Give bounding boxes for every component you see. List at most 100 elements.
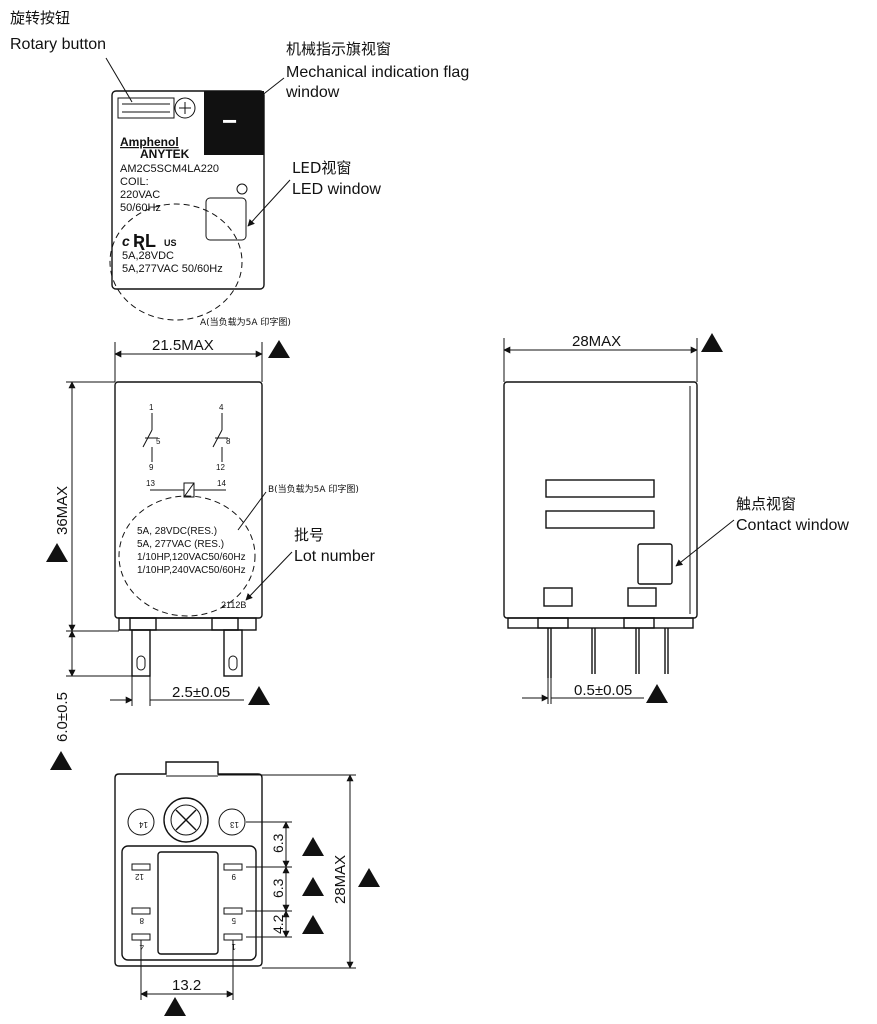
front-rating-2: 5A, 277VAC (RES.) xyxy=(137,539,224,550)
critical-dim-triangle-icon xyxy=(302,837,324,856)
cert-us-mark: US xyxy=(164,238,177,248)
led-window-en-label: LED window xyxy=(292,181,381,198)
svg-text:8: 8 xyxy=(226,437,231,446)
pitch-dim-1: 6.3 xyxy=(270,833,286,853)
ul-mark-icon: ƦL xyxy=(133,231,156,251)
front-rating-4: 1/10HP,240VAC50/60Hz xyxy=(137,565,246,576)
svg-text:13: 13 xyxy=(230,820,239,829)
critical-dim-triangle-icon xyxy=(358,868,380,887)
front-base xyxy=(118,617,257,631)
top-rating-1: 5A,28VDC xyxy=(122,250,174,262)
pin-length-dim: 6.0±0.5 xyxy=(54,692,71,742)
critical-dim-triangle-icon xyxy=(302,877,324,896)
critical-dim-triangle-icon xyxy=(268,340,290,358)
side-body-outline xyxy=(503,381,698,619)
front-pin-left xyxy=(131,629,151,677)
side-tab-right xyxy=(627,587,657,607)
side-base xyxy=(507,617,694,629)
svg-text:9: 9 xyxy=(149,463,154,472)
side-slot-upper xyxy=(545,479,655,498)
svg-text:9: 9 xyxy=(231,872,236,881)
svg-text:8: 8 xyxy=(139,916,144,925)
bottom-view: 14 13 12 9 8 5 4 1 6.3 6.3 4.2 2 xyxy=(114,761,380,1016)
side-width-dim: 28MAX xyxy=(572,333,621,350)
critical-dim-triangle-icon xyxy=(50,751,72,770)
bottom-center-block xyxy=(157,851,219,955)
lot-number-zh-label: 批号 xyxy=(294,526,324,544)
rotary-screw-head xyxy=(163,797,209,843)
led-leader-line xyxy=(247,179,291,227)
contact-leader-line xyxy=(675,519,735,567)
side-view: 28MAX 触点视窗 Contact window 0.5±0.05 xyxy=(503,333,849,704)
svg-text:5: 5 xyxy=(231,916,236,925)
coil-frequency-label: 50/60Hz xyxy=(120,202,161,214)
pitch-dim-2: 6.3 xyxy=(270,878,286,898)
svg-text:5: 5 xyxy=(156,437,161,446)
coil-label: COIL: xyxy=(120,176,149,188)
bottom-body-outline xyxy=(114,761,263,967)
rotary-button-en-label: Rotary button xyxy=(10,36,106,53)
bottom-pin-13-hole xyxy=(218,808,246,836)
contact-window xyxy=(637,543,673,585)
coil-voltage-label: 220VAC xyxy=(120,189,160,201)
critical-dim-triangle-icon xyxy=(248,686,270,705)
side-pin-dim: 0.5±0.05 xyxy=(574,682,632,699)
bottom-pin-area xyxy=(121,845,257,961)
lot-number-en-label: Lot number xyxy=(294,548,376,565)
lot-leader-line xyxy=(245,551,293,601)
top-view: 旋转按钮 Rotary button 机械指示旗视窗 Mechanical in… xyxy=(10,9,469,328)
top-body-outline xyxy=(111,90,265,290)
pin-width-dim: 2.5±0.05 xyxy=(172,684,230,701)
critical-dim-triangle-icon xyxy=(646,684,668,703)
svg-text:12: 12 xyxy=(135,872,144,881)
print-area-a-circle xyxy=(109,203,243,321)
flag-window-en-label-2: window xyxy=(285,84,340,101)
led-window-zh-label: LED视窗 xyxy=(292,159,351,177)
front-rating-3: 1/10HP,120VAC50/60Hz xyxy=(137,552,246,563)
svg-text:4: 4 xyxy=(219,403,224,412)
led-indicator xyxy=(236,183,248,195)
note-b-label: B(当负载为5A 印字图) xyxy=(268,483,359,495)
cert-c-mark: c xyxy=(122,233,130,249)
top-rating-2: 5A,277VAC 50/60Hz xyxy=(122,263,223,275)
bottom-pin-14-hole xyxy=(127,808,155,836)
front-rating-1: 5A, 28VDC(RES.) xyxy=(137,526,217,537)
front-body-outline xyxy=(114,381,263,619)
svg-text:1: 1 xyxy=(149,403,154,412)
svg-text:12: 12 xyxy=(216,463,225,472)
note-a-label: A(当负载为5A 印字图) xyxy=(200,316,291,328)
lot-code: 2112B xyxy=(221,600,246,610)
front-view: 21.5MAX 36MAX 6.0±0.5 2.5±0.05 1 xyxy=(46,337,376,770)
critical-dim-triangle-icon xyxy=(164,997,186,1016)
model-label: AM2C5SCM4LA220 xyxy=(120,163,219,175)
bottom-span-dim: 13.2 xyxy=(172,977,201,994)
pitch-dim-3: 4.2 xyxy=(270,914,286,934)
flag-window xyxy=(204,91,264,155)
rotary-button-slot xyxy=(117,97,175,119)
contact-schematic: 1 5 9 4 8 12 13 14 xyxy=(142,403,231,498)
svg-text:14: 14 xyxy=(139,820,148,829)
critical-dim-triangle-icon xyxy=(302,915,324,934)
rotary-button-zh-label: 旋转按钮 xyxy=(10,9,70,27)
front-width-dim: 21.5MAX xyxy=(152,337,214,354)
rotary-leader-line xyxy=(105,57,133,103)
svg-text:13: 13 xyxy=(146,479,155,488)
contact-window-zh-label: 触点视窗 xyxy=(736,495,796,513)
sub-brand-label: ANYTEK xyxy=(140,147,190,161)
side-tab-left xyxy=(543,587,573,607)
bottom-height-dim: 28MAX xyxy=(332,855,349,904)
flag-minus-sign: − xyxy=(222,106,237,136)
print-area-b-circle xyxy=(118,495,256,617)
front-height-dim: 36MAX xyxy=(54,486,71,535)
critical-dim-triangle-icon xyxy=(701,333,723,352)
flag-window-zh-label: 机械指示旗视窗 xyxy=(286,40,391,58)
front-pin-right xyxy=(223,629,243,677)
led-window xyxy=(205,197,247,241)
svg-text:14: 14 xyxy=(217,479,226,488)
contact-window-en-label: Contact window xyxy=(736,517,849,534)
rotary-button-head xyxy=(174,97,196,119)
side-slot-lower xyxy=(545,510,655,529)
flag-window-en-label-1: Mechanical indication flag xyxy=(286,64,469,81)
brand-label: Amphenol xyxy=(120,135,179,149)
